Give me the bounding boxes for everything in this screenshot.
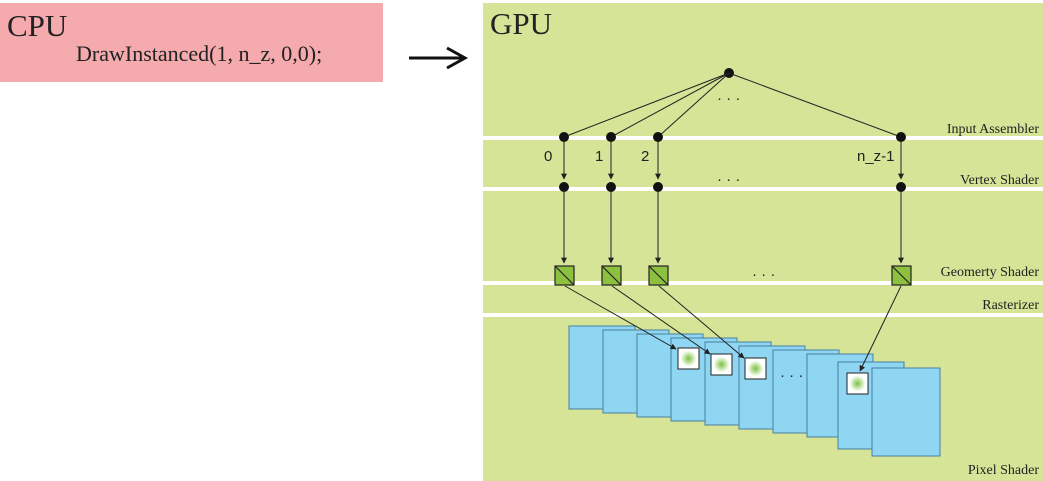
cpu-title: CPU xyxy=(7,8,68,43)
stage-label-geometry-shader: Geomerty Shader xyxy=(941,265,1040,280)
ia-node-1 xyxy=(606,132,616,142)
ellipsis-vs: · · · xyxy=(717,171,740,188)
ia-node-last xyxy=(896,132,906,142)
ia-node-0 xyxy=(559,132,569,142)
fan-line-2 xyxy=(657,72,730,138)
gs-box-last xyxy=(891,265,912,286)
stage-label-vertex-shader: Vertex Shader xyxy=(960,173,1039,188)
fan-line-last xyxy=(728,72,902,138)
instance-label-0: 0 xyxy=(544,148,552,165)
primitive-1 xyxy=(710,353,733,376)
band-vertex-shader xyxy=(483,187,1043,191)
gs-box-2 xyxy=(648,265,669,286)
cpu-box: CPU DrawInstanced(1, n_z, 0,0); xyxy=(0,3,383,82)
vs-node-2 xyxy=(653,182,663,192)
ellipsis-top: · · · xyxy=(717,90,740,107)
vs-node-0 xyxy=(559,182,569,192)
instance-label-last: n_z-1 xyxy=(857,148,895,165)
band-input-assembler xyxy=(483,136,1043,140)
render-target-slice-9 xyxy=(871,367,941,457)
stage-label-input-assembler: Input Assembler xyxy=(947,122,1039,137)
band-geometry-shader xyxy=(483,281,1043,285)
vs-node-1 xyxy=(606,182,616,192)
ia-node-2 xyxy=(653,132,663,142)
gs-box-1 xyxy=(601,265,622,286)
primitive-last xyxy=(846,372,869,395)
instance-label-1: 1 xyxy=(595,148,603,165)
stage-label-pixel-shader: Pixel Shader xyxy=(968,463,1039,478)
band-rasterizer xyxy=(483,313,1043,317)
stage-label-rasterizer: Rasterizer xyxy=(982,298,1039,313)
draw-instanced-call: DrawInstanced(1, n_z, 0,0); xyxy=(76,41,323,66)
gs-ps-arrow-last xyxy=(859,285,902,372)
gs-ps-arrow-0 xyxy=(564,285,677,350)
gs-ps-arrow-2 xyxy=(658,285,745,359)
primitive-2 xyxy=(744,357,767,380)
gs-box-0 xyxy=(554,265,575,286)
gpu-title: GPU xyxy=(490,6,552,41)
instance-label-2: 2 xyxy=(641,148,649,165)
ellipsis-gs: · · · xyxy=(752,266,775,283)
primitive-0 xyxy=(677,347,700,370)
vs-node-last xyxy=(896,182,906,192)
fan-line-1 xyxy=(610,72,730,138)
ellipsis-pixel: · · · xyxy=(780,367,803,384)
fan-line-0 xyxy=(563,72,730,138)
gs-ps-arrow-1 xyxy=(611,285,711,355)
